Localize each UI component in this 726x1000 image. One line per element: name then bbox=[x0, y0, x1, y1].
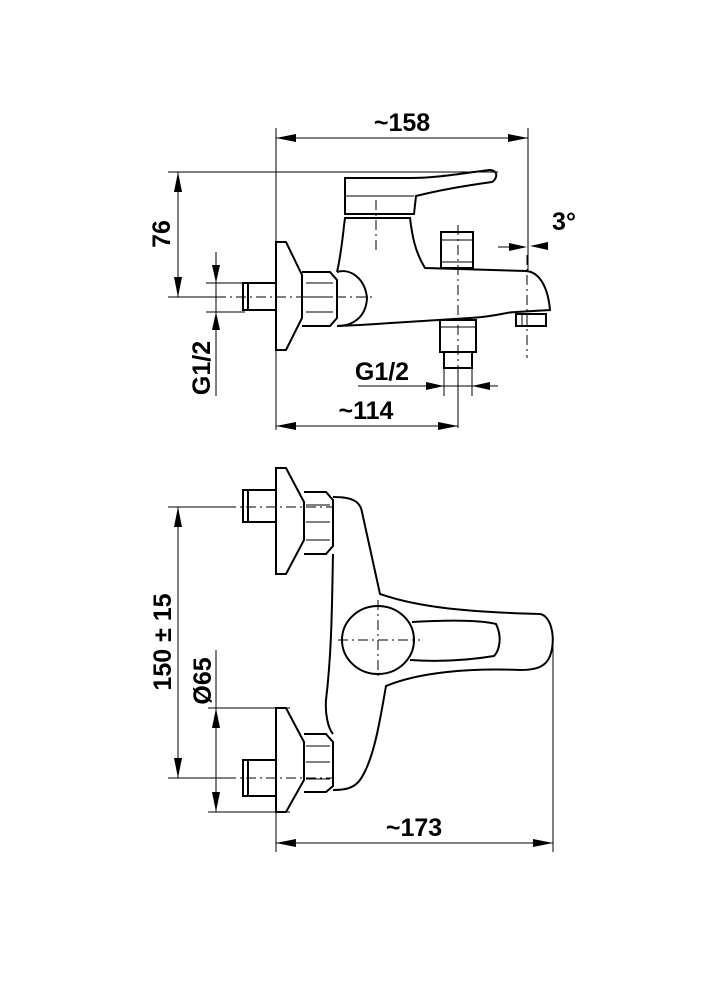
dim-label-150: 150 ± 15 bbox=[149, 593, 177, 690]
top-rosette-upper bbox=[275, 467, 305, 575]
dim-label-g12-side: G1/2 bbox=[188, 341, 216, 395]
dim-label-d65: Ø65 bbox=[189, 657, 217, 704]
side-outlet-connector bbox=[439, 319, 477, 353]
dim-label-76: 76 bbox=[148, 220, 176, 248]
dim-label-158: ~158 bbox=[374, 109, 430, 137]
top-inlet-upper bbox=[242, 489, 277, 523]
dim-label-173: ~173 bbox=[386, 814, 442, 842]
top-rosette-lower bbox=[275, 707, 305, 813]
side-hex-nut bbox=[302, 271, 338, 327]
top-lever-handle bbox=[409, 619, 501, 662]
dim-label-114: ~114 bbox=[339, 397, 394, 425]
side-mixer-body bbox=[336, 217, 552, 327]
side-lever bbox=[344, 168, 498, 215]
top-hex-nut-upper bbox=[304, 491, 334, 555]
dim-label-g12-outlet: G1/2 bbox=[355, 358, 409, 386]
top-mixer-body bbox=[332, 496, 554, 791]
top-inlet-lower bbox=[242, 759, 277, 797]
side-wall-rosette bbox=[275, 241, 303, 351]
side-view: ~158 76 G1/2 3° G1/2 ~114 bbox=[148, 109, 576, 430]
top-view: 150 ± 15 Ø65 ~173 bbox=[149, 467, 554, 852]
top-hex-nut-lower bbox=[304, 733, 334, 793]
side-diverter-knob bbox=[440, 231, 474, 269]
dim-label-angle: 3° bbox=[552, 208, 576, 236]
side-spout-tip bbox=[515, 313, 547, 327]
